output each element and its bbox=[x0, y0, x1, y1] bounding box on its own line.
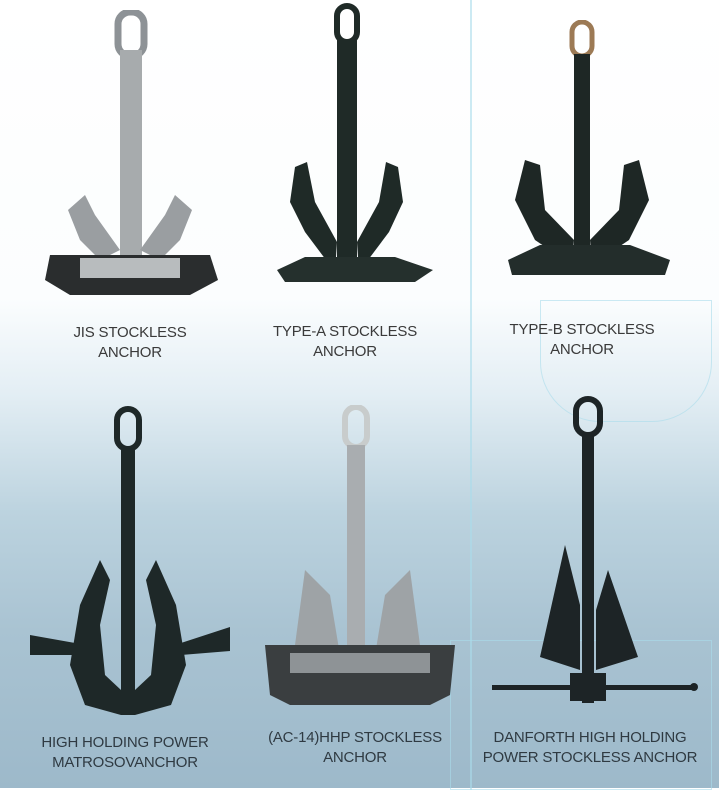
anchor-label-line1: (AC-14)HHP STOCKLESS bbox=[268, 729, 442, 746]
anchor-label-line1: TYPE-A STOCKLESS bbox=[272, 323, 418, 340]
anchor-ac14-hhp-stockless: (AC-14)HHP STOCKLESS ANCHOR bbox=[260, 405, 460, 766]
anchor-type-b-stockless: TYPE-B STOCKLESS ANCHOR bbox=[500, 20, 680, 358]
anchor-jis-stockless: JIS STOCKLESS ANCHOR bbox=[40, 10, 220, 361]
anchor-label-line1: TYPE-B STOCKLESS bbox=[509, 321, 655, 338]
background-blueprint-line bbox=[540, 300, 712, 422]
anchor-label-line1: DANFORTH HIGH HOLDING bbox=[493, 729, 687, 746]
anchor-label-line1: JIS STOCKLESS bbox=[73, 324, 187, 341]
type-a-anchor-image bbox=[277, 3, 433, 282]
anchor-label-line2: ANCHOR bbox=[323, 749, 387, 766]
anchor-label-line1: HIGH HOLDING POWER bbox=[41, 734, 209, 751]
matrosov-anchor-image bbox=[30, 406, 230, 715]
anchor-label-line2: ANCHOR bbox=[313, 343, 377, 360]
ac14-anchor-image bbox=[265, 405, 455, 705]
anchor-label-line2: MATROSOVANCHOR bbox=[52, 754, 198, 771]
anchor-label-line2: POWER STOCKLESS ANCHOR bbox=[482, 749, 698, 766]
danforth-anchor-image bbox=[492, 396, 698, 703]
anchor-high-holding-power-matrosov: HIGH HOLDING POWER MATROSOVANCHOR bbox=[25, 405, 235, 771]
jis-anchor-image bbox=[45, 10, 218, 295]
type-b-anchor-image bbox=[508, 20, 670, 275]
anchor-label-line2: ANCHOR bbox=[98, 344, 162, 361]
anchor-type-a-stockless: TYPE-A STOCKLESS ANCHOR bbox=[265, 2, 445, 360]
anchor-label-line2: ANCHOR bbox=[550, 341, 614, 358]
anchor-danforth-high-holding-power: DANFORTH HIGH HOLDING POWER STOCKLESS AN… bbox=[480, 395, 710, 766]
